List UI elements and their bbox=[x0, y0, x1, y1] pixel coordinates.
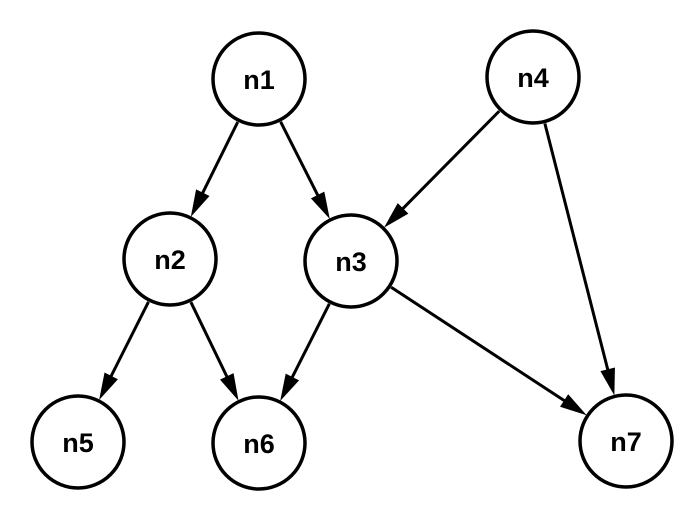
node-label: n7 bbox=[610, 427, 642, 457]
edge-line bbox=[543, 123, 611, 376]
edge-line bbox=[288, 303, 331, 383]
node-label: n4 bbox=[517, 63, 549, 93]
arrowhead-icon bbox=[220, 373, 239, 401]
graph-node-n6[interactable]: n6 bbox=[211, 395, 307, 491]
graph-node-n4[interactable]: n4 bbox=[485, 29, 581, 125]
arrowhead-icon bbox=[310, 191, 330, 220]
graph-node-n1[interactable]: n1 bbox=[211, 31, 307, 127]
node-label: n2 bbox=[154, 245, 186, 275]
arrowhead-icon bbox=[559, 394, 587, 416]
edge-line bbox=[390, 286, 570, 406]
arrowhead-icon bbox=[384, 203, 409, 228]
node-label: n6 bbox=[243, 429, 275, 459]
edge-n1-to-n3 bbox=[279, 121, 330, 220]
edge-line bbox=[189, 301, 231, 383]
edge-n3-to-n6 bbox=[280, 303, 331, 402]
node-circle[interactable] bbox=[303, 213, 399, 309]
edge-n2-to-n5 bbox=[99, 301, 150, 401]
node-label: n1 bbox=[243, 65, 275, 95]
edge-line bbox=[279, 121, 322, 201]
edges-layer bbox=[99, 110, 615, 416]
node-circle[interactable] bbox=[578, 393, 674, 489]
arrowhead-icon bbox=[190, 189, 210, 217]
graph-node-n5[interactable]: n5 bbox=[30, 394, 126, 490]
arrowhead-icon bbox=[99, 372, 118, 401]
edge-line bbox=[107, 301, 150, 382]
edge-n3-to-n7 bbox=[390, 286, 587, 416]
edge-n2-to-n6 bbox=[189, 301, 239, 401]
edge-line bbox=[397, 110, 501, 214]
arrowhead-icon bbox=[280, 373, 300, 402]
edge-n4-to-n3 bbox=[384, 110, 501, 228]
arrowhead-icon bbox=[600, 367, 615, 396]
node-label: n3 bbox=[335, 247, 367, 277]
graph-node-n7[interactable]: n7 bbox=[578, 393, 674, 489]
node-label: n5 bbox=[62, 428, 94, 458]
edge-n4-to-n7 bbox=[543, 123, 615, 396]
nodes-layer: n1 n2 n3 n4 n5 n6 n7 bbox=[30, 29, 674, 491]
edge-n1-to-n2 bbox=[190, 121, 240, 217]
node-circle[interactable] bbox=[211, 395, 307, 491]
node-circle[interactable] bbox=[122, 211, 218, 307]
graph-node-n3[interactable]: n3 bbox=[303, 213, 399, 309]
graph-node-n2[interactable]: n2 bbox=[122, 211, 218, 307]
node-circle[interactable] bbox=[30, 394, 126, 490]
node-circle[interactable] bbox=[485, 29, 581, 125]
edge-line bbox=[198, 121, 240, 199]
node-circle[interactable] bbox=[211, 31, 307, 127]
